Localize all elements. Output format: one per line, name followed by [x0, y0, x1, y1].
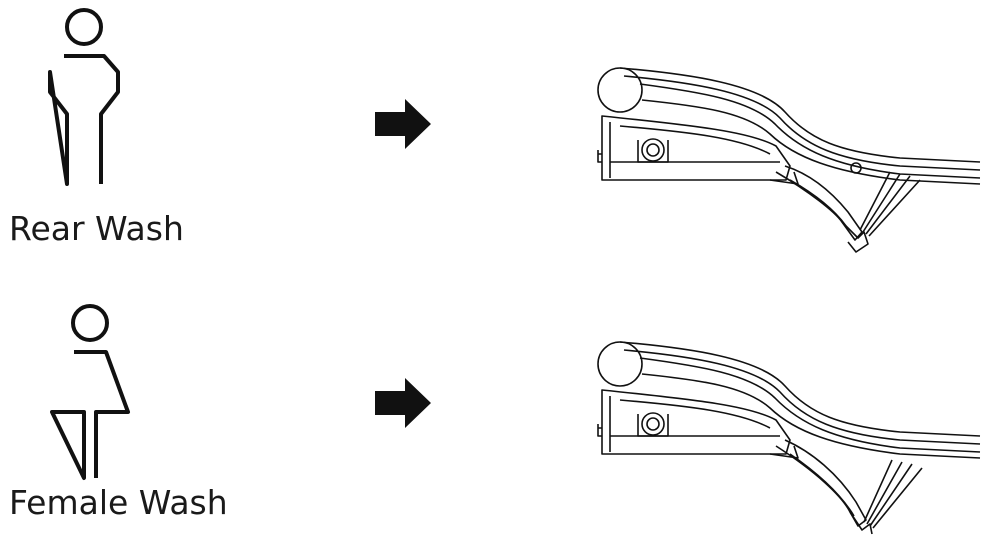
- female-wash-label: Female Wash: [9, 483, 228, 522]
- person-icon: [40, 6, 140, 196]
- nozzle-drawing-female: [580, 336, 981, 536]
- nozzle-drawing-rear: [580, 62, 981, 262]
- female-wash-row: Female Wash: [0, 264, 985, 535]
- arrow-right-icon: [373, 378, 433, 428]
- arrow-right-icon: [373, 99, 433, 149]
- rear-wash-label: Rear Wash: [9, 209, 184, 248]
- rear-wash-row: Rear Wash: [0, 0, 985, 264]
- woman-icon: [40, 302, 140, 492]
